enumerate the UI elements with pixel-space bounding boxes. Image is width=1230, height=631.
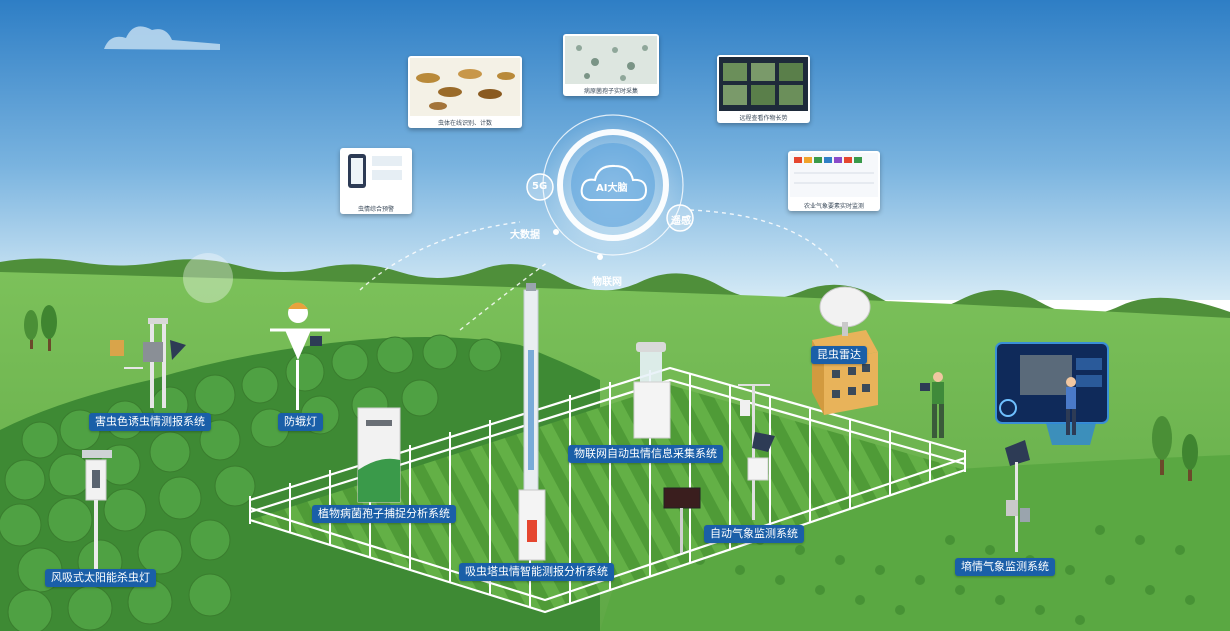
card-crops: 远程查看作物长势: [717, 55, 810, 123]
card-weather-caption: 农业气象要素实时监测: [803, 203, 864, 210]
led-board-device: [663, 487, 701, 553]
card-phone-caption: 虫情综合预警: [357, 206, 394, 213]
label-radar: 昆虫雷达: [811, 346, 867, 364]
connection-arcs: [359, 209, 841, 331]
card-microscope: 病原菌孢子实时采集: [563, 34, 659, 96]
hub-ring-outer: [542, 114, 684, 256]
ai-cloud-icon: [580, 164, 648, 201]
weather-station-device: [738, 384, 775, 520]
cloud: [104, 26, 220, 50]
spore-cabinet-device: [357, 407, 401, 503]
central-plot: [250, 385, 965, 612]
label-wind-lamp: 风吸式太阳能杀虫灯: [45, 569, 156, 587]
moth-lamp-device: [270, 302, 330, 410]
weather-thumbnail: [790, 153, 878, 197]
card-phone: 虫情综合预警: [340, 148, 412, 214]
crops-thumbnail: [719, 57, 808, 111]
node-bigdata-label: 大数据: [510, 230, 540, 241]
hub-ring: [557, 129, 669, 241]
wind-lamp-device: [82, 450, 112, 570]
card-insects: 虫体在线识别、计数: [408, 56, 522, 128]
pest-trap-device: [110, 318, 186, 408]
node-remote-label: 遥感: [671, 216, 691, 227]
light-spot: [183, 253, 233, 303]
radar-device: [812, 286, 878, 415]
node-5g: [526, 173, 554, 201]
card-weather: 农业气象要素实时监测: [788, 151, 880, 211]
label-iot-collect: 物联网自动虫情信息采集系统: [568, 445, 723, 463]
card-microscope-caption: 病原菌孢子实时采集: [583, 88, 638, 95]
card-crops-caption: 远程查看作物长势: [739, 115, 788, 122]
insects-thumbnail: [410, 58, 520, 116]
label-spore: 植物病菌孢子捕捉分析系统: [312, 505, 456, 523]
node-iot-label: 物联网: [592, 277, 622, 288]
tower-device: [518, 283, 546, 561]
card-insects-caption: 虫体在线识别、计数: [437, 120, 492, 127]
node-dot: [553, 229, 559, 235]
microscope-thumbnail: [565, 36, 657, 84]
node-dot-2: [597, 254, 603, 260]
phone-thumbnail: [348, 154, 402, 188]
ai-brain-label: AI大脑: [596, 183, 628, 194]
farmer-figure: [920, 372, 944, 438]
label-tower: 吸虫塔虫情智能测报分析系统: [459, 563, 614, 581]
hub-core: [571, 143, 655, 227]
soil-monitor-device: [1005, 440, 1030, 552]
label-weather-station: 自动气象监测系统: [704, 525, 804, 543]
label-moth-lamp: 防蛾灯: [278, 413, 323, 431]
node-remote: [666, 204, 694, 232]
trees: [24, 305, 1198, 481]
label-soil: 墒情气象监测系统: [955, 558, 1055, 576]
label-pest-trap: 害虫色诱虫情测报系统: [89, 413, 211, 431]
dashboard-screen: [995, 342, 1109, 445]
iot-collector-device: [633, 342, 671, 439]
node-5g-label: 5G: [532, 181, 548, 192]
